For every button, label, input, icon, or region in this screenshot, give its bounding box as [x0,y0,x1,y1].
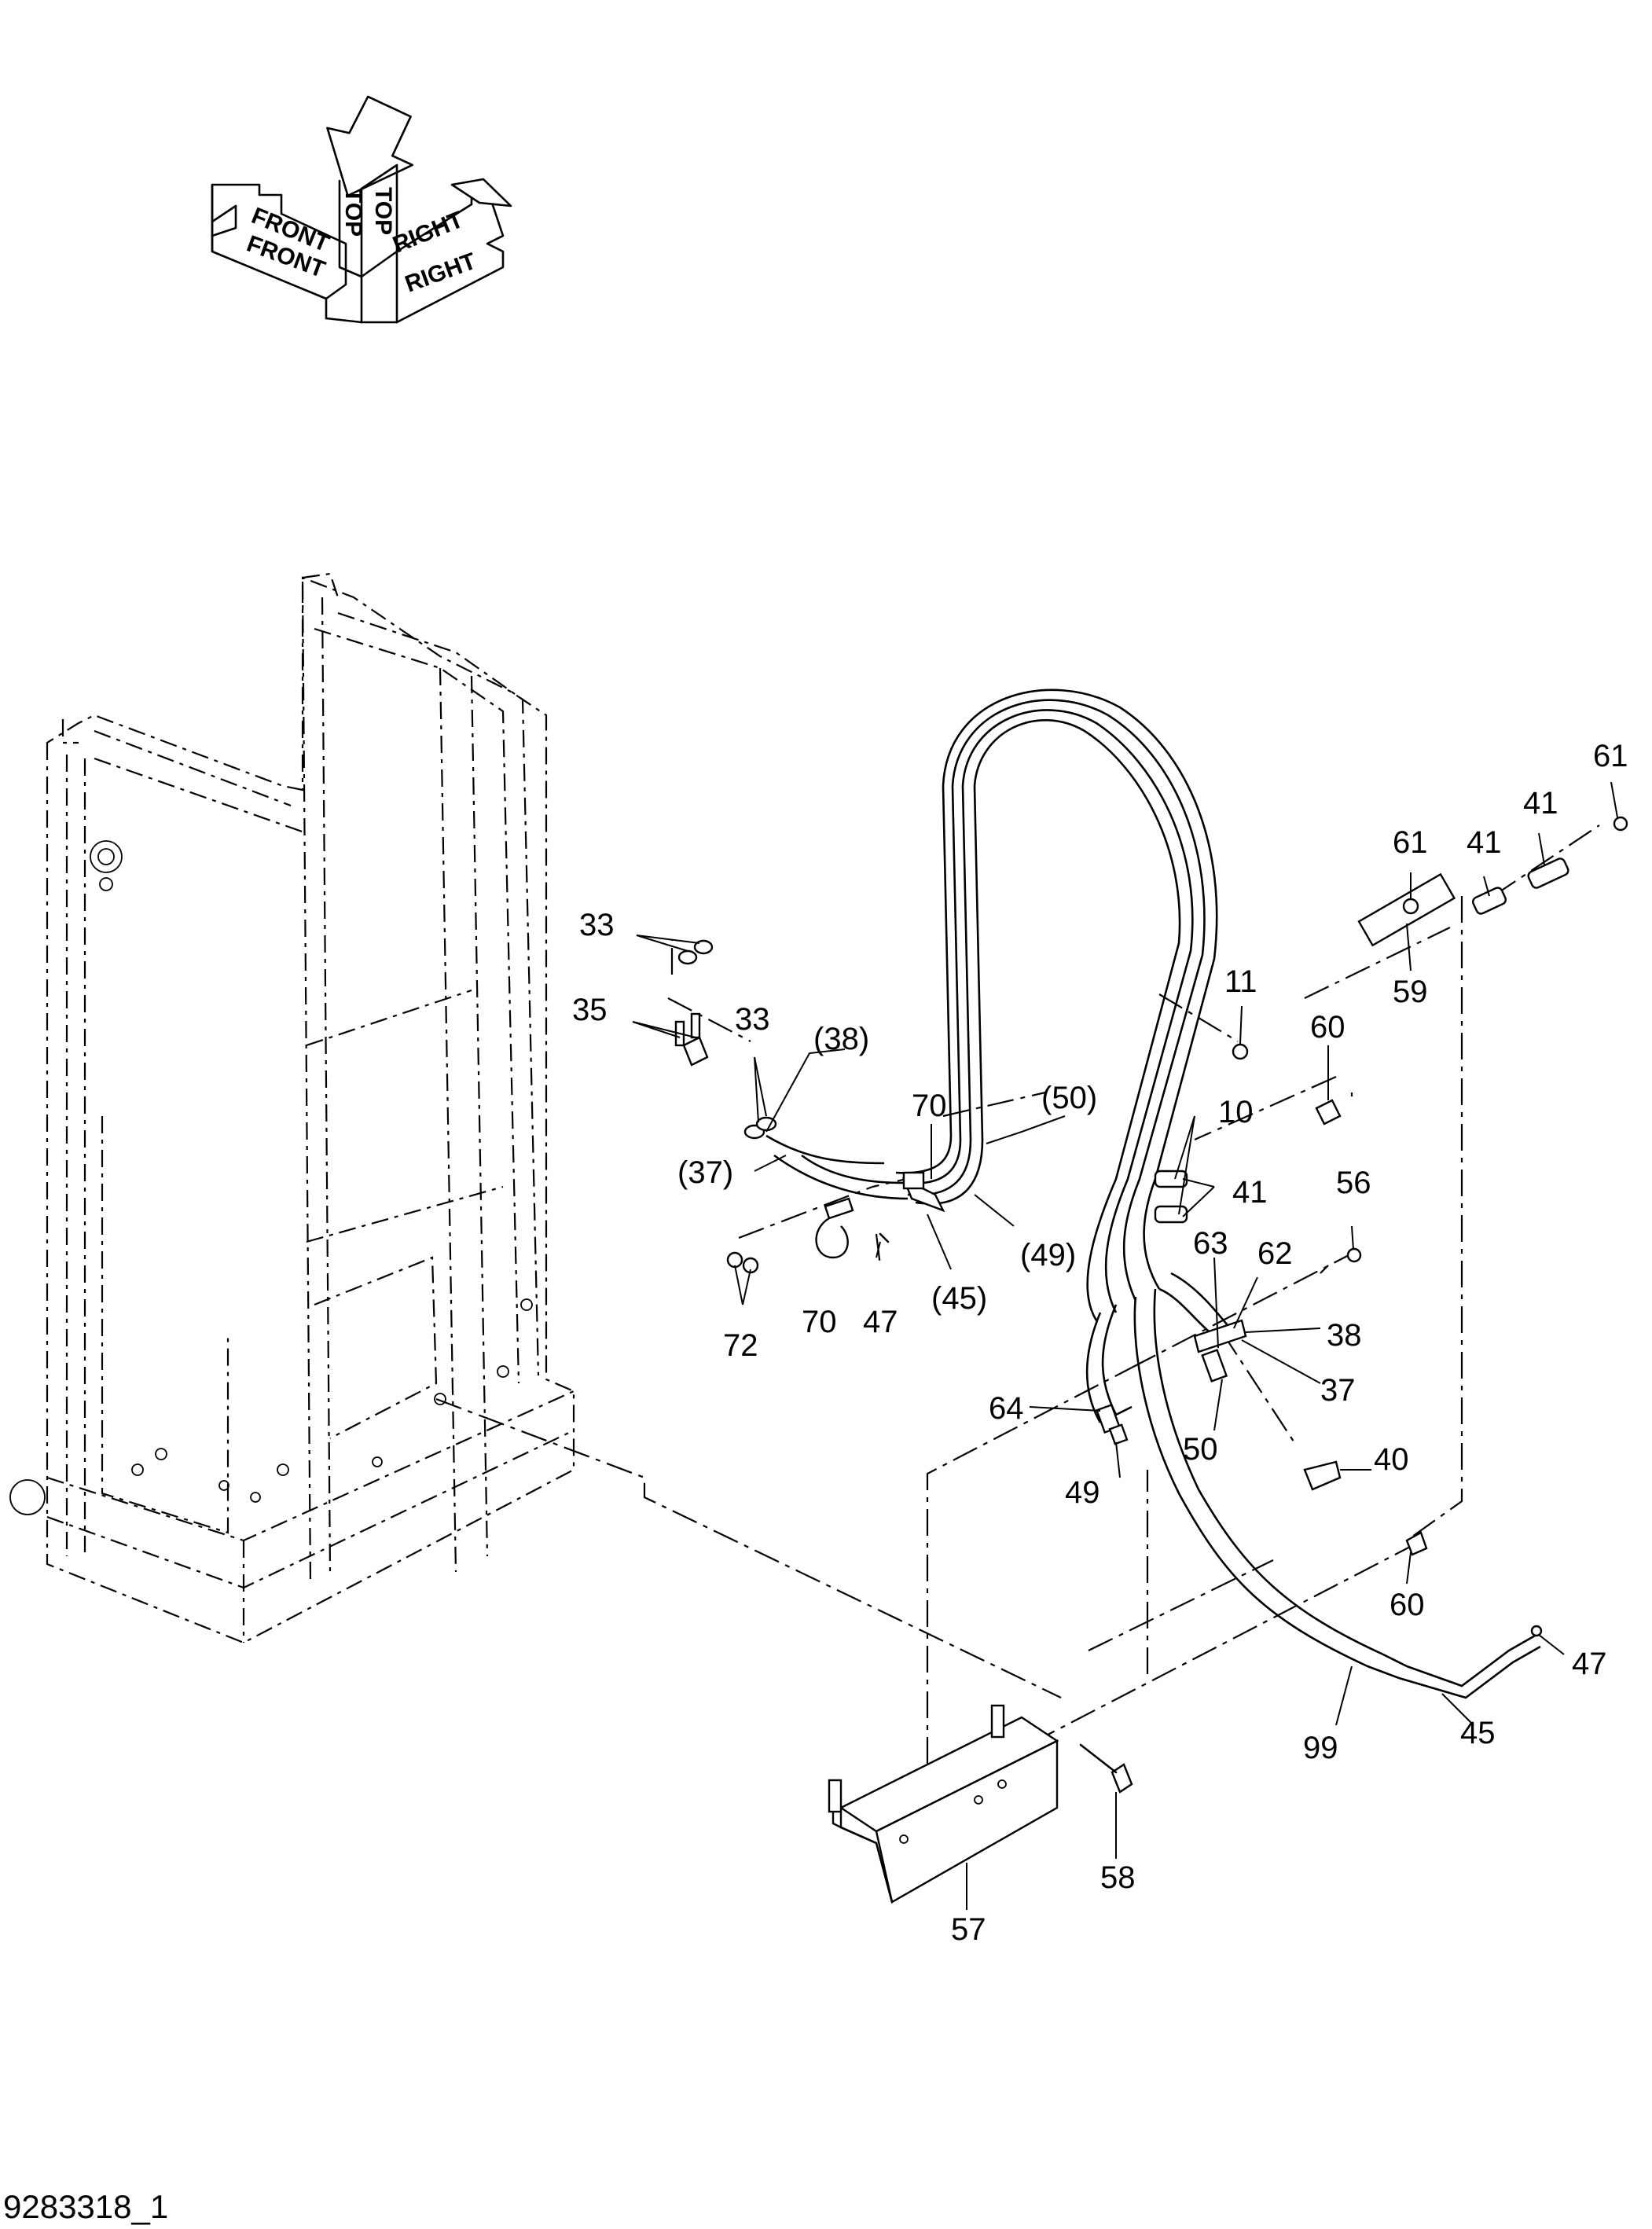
callout-58: 58 [1100,1860,1136,1895]
callout-37: 37 [1320,1373,1356,1408]
callouts: 33 35 33 (38) (37) 70 (50) (49) (45) 70 … [572,739,1628,1947]
callout-49-paren: (49) [1020,1238,1076,1272]
hose-bundle [765,689,1541,1699]
callout-45-paren: (45) [931,1281,987,1316]
callout-57: 57 [951,1912,986,1947]
callout-64: 64 [989,1391,1024,1426]
callout-37-paren: (37) [677,1155,733,1190]
callout-45: 45 [1460,1716,1496,1750]
callout-35: 35 [572,993,608,1027]
frame-phantom [9,572,575,1644]
drawing-id: 9283318_1 [3,2188,168,2225]
callout-33-top: 33 [579,908,615,942]
callout-41-mid: 41 [1232,1175,1268,1210]
callout-50-paren: (50) [1041,1081,1097,1115]
callout-33-right: 33 [735,1002,770,1037]
callout-11: 11 [1224,964,1257,999]
callout-61-right: 61 [1593,739,1628,773]
callout-70-bottom: 70 [802,1305,837,1339]
callout-72: 72 [723,1328,758,1363]
callout-41-top-left: 41 [1467,825,1502,860]
callout-40: 40 [1374,1442,1409,1477]
callout-56: 56 [1336,1166,1371,1200]
fittings [674,816,1628,1794]
callout-47-left: 47 [863,1305,898,1339]
callout-60-top: 60 [1310,1010,1345,1045]
callout-49: 49 [1065,1475,1100,1510]
callout-99: 99 [1303,1731,1338,1765]
callout-62: 62 [1257,1236,1293,1271]
callout-10: 10 [1218,1095,1254,1129]
callout-38: 38 [1327,1318,1362,1353]
callout-41-top-right: 41 [1523,786,1558,821]
orientation-symbol: FRONT FRONT TOP TOP RIGHT RIGHT [211,95,512,324]
callout-59: 59 [1393,975,1428,1009]
top-label-2: TOP [370,187,396,235]
leader-lines [632,781,1618,1910]
top-label: TOP [340,189,366,237]
callout-70-top: 70 [912,1089,947,1123]
callout-47-right: 47 [1572,1647,1607,1681]
callout-50: 50 [1183,1432,1218,1467]
callout-60-bottom: 60 [1390,1588,1425,1622]
callout-63: 63 [1193,1226,1228,1261]
bracket [828,1704,1059,1904]
callout-61-left: 61 [1393,825,1428,860]
callout-38-paren: (38) [813,1022,869,1056]
